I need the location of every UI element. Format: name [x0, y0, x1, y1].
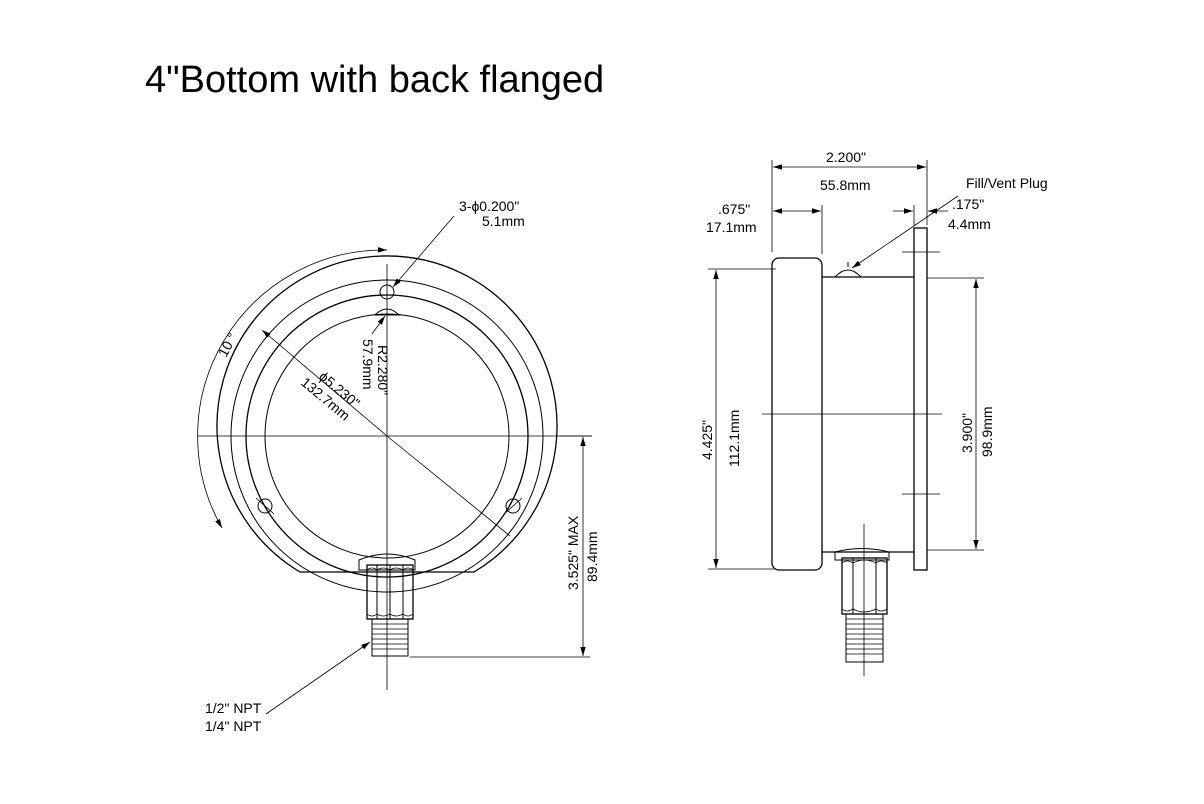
side-threaded-stem	[845, 613, 884, 663]
front-height-mm: 89.4mm	[584, 531, 600, 582]
flange-height-mm: 98.9mm	[979, 406, 995, 457]
radius-inch: R2.280"	[375, 345, 391, 395]
side-socket-neck	[834, 548, 890, 561]
side-view: 2.200" 55.8mm .675" 17.1mm .175" 4.4mm F…	[699, 149, 1048, 676]
radius-mm: 57.9mm	[360, 339, 376, 390]
drawing-title: 4"Bottom with back flanged	[145, 59, 604, 101]
fill-vent-plug	[833, 269, 863, 278]
side-height-inch: 4.425"	[699, 420, 715, 460]
depth-mm: 55.8mm	[820, 177, 871, 193]
side-height-mm: 112.1mm	[726, 410, 742, 467]
front-depth-inch: .675"	[718, 201, 750, 217]
thread-label-1: 1/2" NPT	[205, 700, 262, 716]
front-height-inch: 3.525" MAX	[565, 515, 581, 590]
flange-thk-inch: .175"	[952, 196, 984, 212]
hole-callout-mm: 5.1mm	[482, 213, 525, 229]
threaded-stem	[371, 618, 409, 657]
flange-thk-mm: 4.4mm	[948, 216, 991, 232]
socket-neck	[358, 553, 416, 571]
flange-height-inch: 3.900"	[959, 413, 975, 453]
hole-callout-inch: 3-ϕ0.200"	[459, 198, 519, 214]
front-view: 10 ° ϕ5.230" 132.7mm R2.280" 57.9mm 3-ϕ0…	[197, 198, 600, 734]
depth-inch: 2.200"	[826, 149, 866, 165]
back-flange	[913, 227, 928, 571]
plug-label: Fill/Vent Plug	[966, 175, 1048, 191]
bolt-hole-right	[505, 498, 521, 514]
angle-arc	[197, 247, 388, 529]
side-hex-nut	[841, 557, 888, 615]
angle-label: 10 °	[215, 330, 241, 360]
thread-label-2: 1/4" NPT	[205, 718, 262, 734]
front-depth-mm: 17.1mm	[706, 219, 757, 235]
